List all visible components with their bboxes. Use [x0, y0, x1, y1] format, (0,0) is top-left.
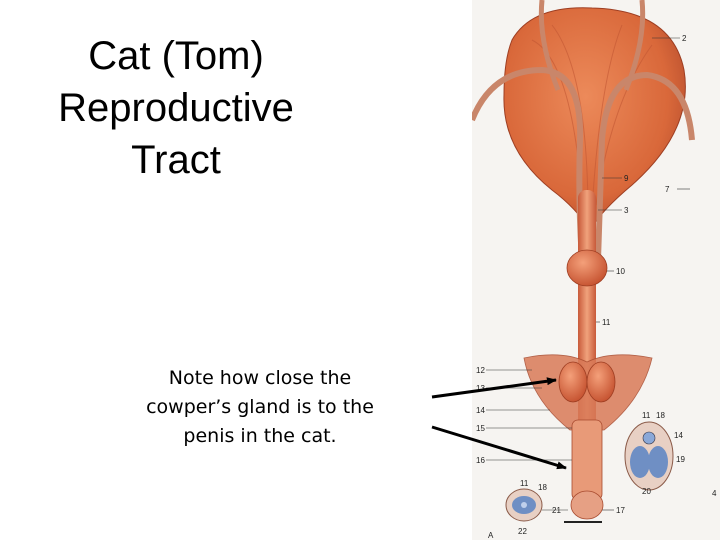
label-7: 7 — [665, 185, 670, 194]
label-section-18: 18 — [656, 411, 665, 420]
title-line-2: Reproductive — [58, 86, 294, 130]
label-section-14: 14 — [674, 431, 683, 440]
slide-title: Cat (Tom) Reproductive Tract — [20, 30, 332, 186]
cross-section-lower — [505, 488, 543, 522]
label-section-lower-18: 18 — [538, 483, 547, 492]
title-line-3: Tract — [131, 138, 221, 182]
note-line-3: penis in the cat. — [183, 425, 337, 447]
label-12: 12 — [476, 366, 485, 375]
label-A: A — [488, 531, 494, 540]
label-4: 4 — [712, 489, 717, 498]
prostate-gland — [566, 249, 608, 287]
note-line-2: cowper’s gland is to the — [146, 396, 374, 418]
label-21: 21 — [552, 506, 561, 515]
label-11: 11 — [602, 318, 611, 327]
bladder-muscle-fibers — [531, 24, 653, 211]
label-3: 3 — [624, 206, 629, 215]
label-section-lower-11: 11 — [520, 479, 529, 488]
ureter-right — [623, 0, 646, 91]
right-ductus-deferens — [595, 71, 695, 261]
label-2: 2 — [682, 34, 687, 43]
cross-section-upper — [624, 421, 674, 491]
title-line-1: Cat (Tom) — [88, 34, 264, 78]
label-section-20: 20 — [642, 487, 651, 496]
ureter-left — [538, 0, 561, 91]
label-22: 22 — [518, 527, 527, 536]
label-14: 14 — [476, 406, 485, 415]
right-bulbourethral-gland — [586, 361, 616, 403]
anatomy-illustration: 2 9 7 3 10 11 12 13 14 15 16 11 18 14 19… — [472, 0, 720, 540]
label-10: 10 — [616, 267, 625, 276]
label-9: 9 — [624, 174, 629, 183]
label-section-19: 19 — [676, 455, 685, 464]
note-line-1: Note how close the — [168, 367, 352, 389]
left-bulbourethral-gland — [558, 361, 588, 403]
penis-body — [571, 419, 603, 501]
label-17: 17 — [616, 506, 625, 515]
glans-penis — [570, 490, 604, 520]
label-section-11: 11 — [642, 411, 651, 420]
label-16: 16 — [476, 456, 485, 465]
label-15: 15 — [476, 424, 485, 433]
note-text: Note how close the cowper’s gland is to … — [110, 364, 410, 451]
label-13: 13 — [476, 384, 485, 393]
